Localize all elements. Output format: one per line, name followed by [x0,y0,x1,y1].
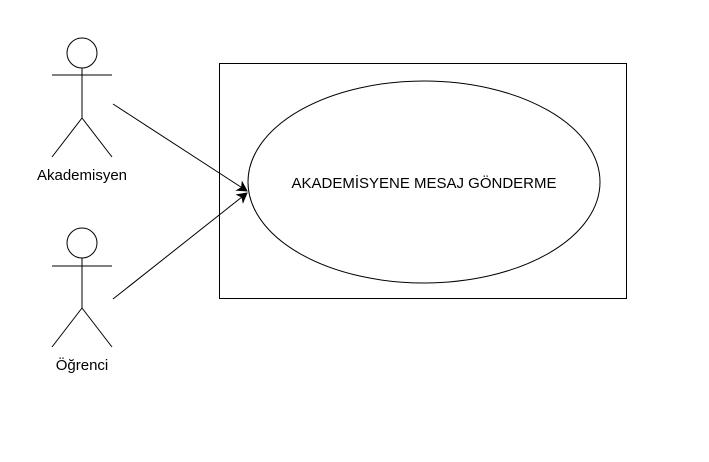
use-case-ellipse[interactable] [247,80,601,284]
association-arrow-akademisyen[interactable] [112,103,248,192]
actor-ogrenci-label: Öğrenci [56,356,109,374]
actor-ogrenci[interactable] [51,227,113,348]
actor-left-leg [51,117,83,158]
actor-left-leg [51,307,83,348]
association-arrow-ogrenci[interactable] [112,192,248,300]
use-case[interactable]: AKADEMİSYENE MESAJ GÖNDERME [247,80,601,284]
actor-head [66,37,98,69]
actor-right-leg [81,117,113,158]
actor-akademisyen[interactable] [51,37,113,158]
actor-right-leg [81,307,113,348]
actor-head [66,227,98,259]
actor-akademisyen-label: Akademisyen [37,167,127,184]
use-case-label: AKADEMİSYENE MESAJ GÖNDERME [291,174,556,192]
